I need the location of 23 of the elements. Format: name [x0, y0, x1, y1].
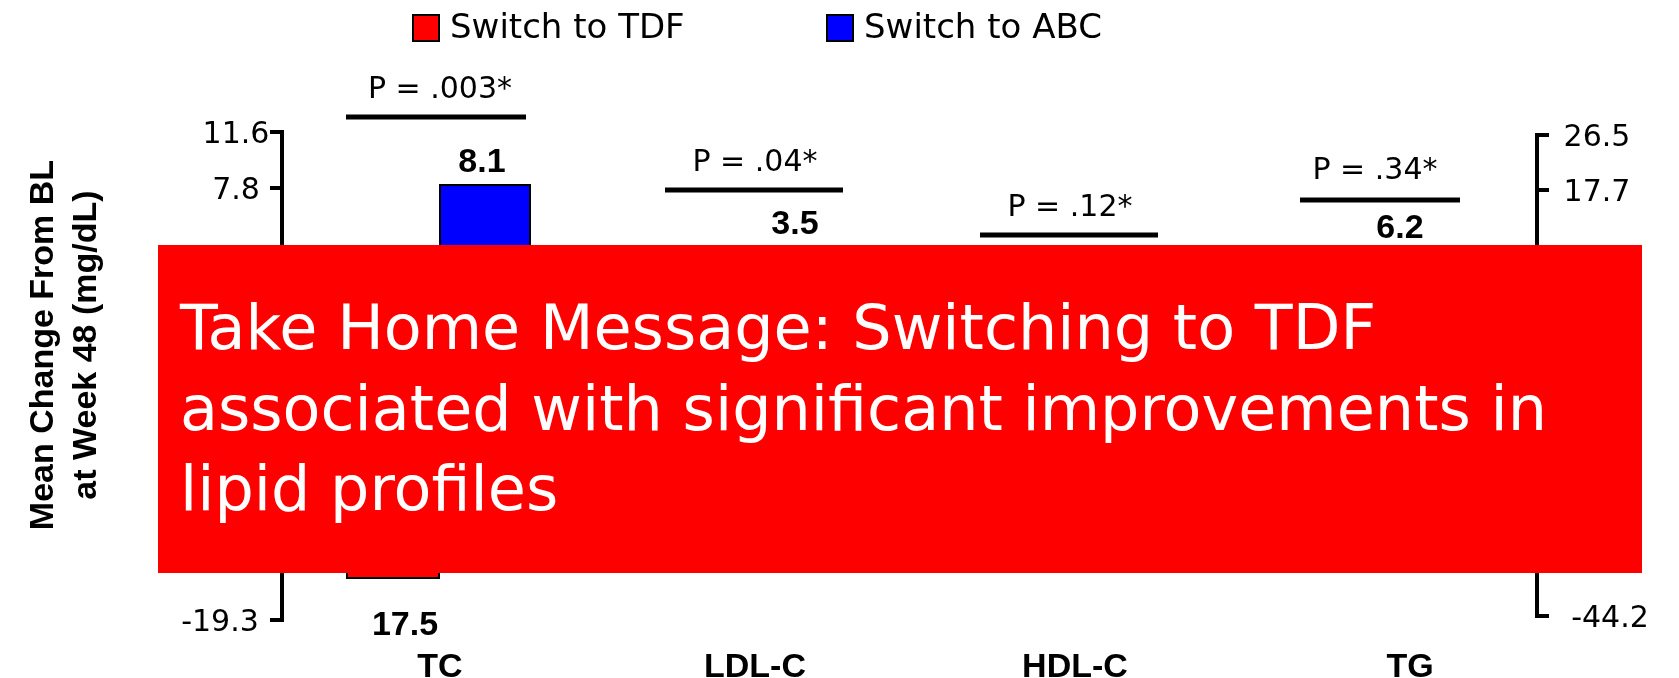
value-label: 6.2 [1376, 206, 1424, 246]
tick-label: 7.8 [212, 170, 260, 206]
category-label: LDL-C [704, 645, 806, 678]
tick-label: 17.7 [1563, 172, 1631, 208]
tick-label: -44.2 [1571, 598, 1649, 634]
axis-title: Mean Change From BL at Week 48 (mg/dL) [20, 158, 104, 533]
category-label: HDL-C [1022, 645, 1128, 678]
tick-label: -19.3 [181, 602, 259, 638]
message-banner [158, 245, 1642, 573]
tick-label: 26.5 [1563, 117, 1631, 153]
category-label: TC [417, 645, 463, 678]
tick-label: 11.6 [202, 114, 270, 150]
p-value: P = .34* [1312, 150, 1438, 186]
legend-label: Switch to TDF [450, 6, 685, 46]
message-text: Take Home Message: Switching to TDF associated with significant improvements in lipid profiles [180, 290, 1548, 528]
p-value: P = .04* [692, 142, 818, 178]
value-label: 8.1 [458, 140, 506, 180]
p-value: P = .003* [367, 69, 513, 105]
value-label: 3.5 [771, 202, 819, 242]
legend-label: Switch to ABC [864, 6, 1102, 46]
value-label: 17.5 [371, 603, 439, 643]
p-value: P = .12* [1007, 187, 1133, 223]
category-label: TG [1386, 645, 1434, 678]
